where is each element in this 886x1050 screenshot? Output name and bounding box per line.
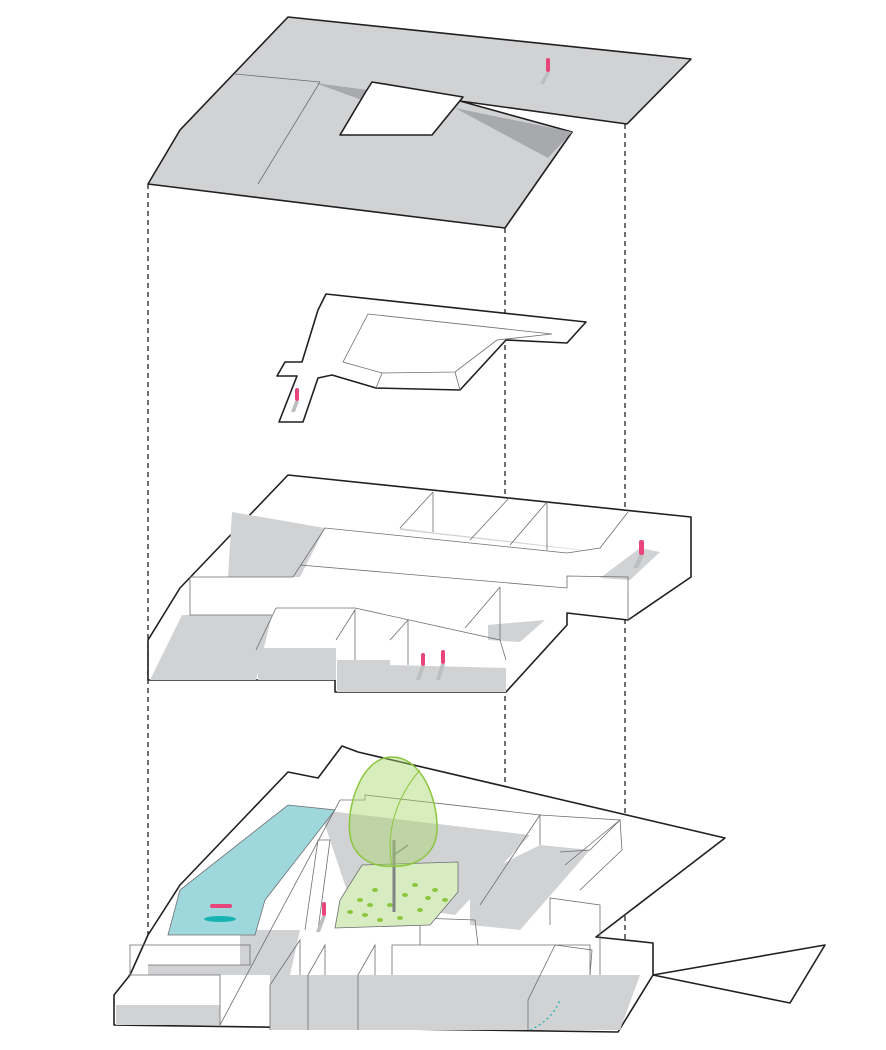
person-icon	[291, 388, 299, 412]
middle-floor-level	[147, 474, 692, 693]
person-icon	[316, 902, 326, 932]
person-icon	[540, 58, 550, 84]
person-icon	[633, 540, 644, 568]
tree	[334, 756, 459, 929]
leaf-pattern	[347, 883, 448, 922]
upper-floor-level	[276, 293, 587, 423]
person-icon	[436, 650, 445, 680]
swimmer-icon	[204, 904, 236, 922]
ground-floor-level	[113, 745, 826, 1033]
person-icon	[416, 653, 425, 680]
roof-level	[147, 16, 692, 229]
